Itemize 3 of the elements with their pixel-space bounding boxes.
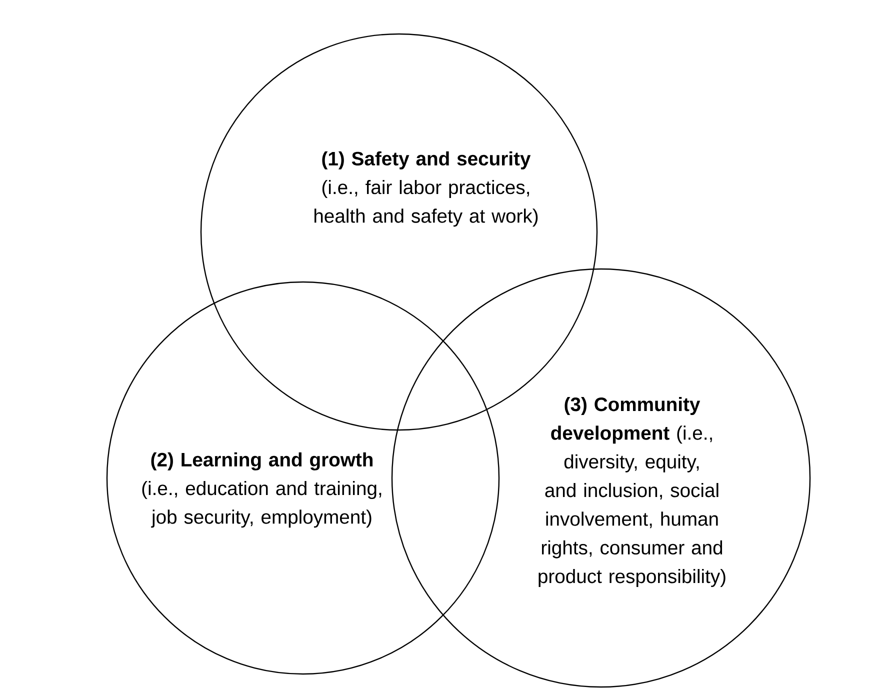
circle-text: (2) Learning and growth (i.e., education and training, job security, employment) bbox=[142, 452, 382, 528]
circle-text: (1) Safety and security (i.e., fair labor practices, health and safety at work) bbox=[314, 151, 538, 227]
circle-text: (3) Community development (i.e., diversity, equity, and inclusion, social involvement, human rights, consumer and product responsibility) bbox=[538, 397, 726, 588]
